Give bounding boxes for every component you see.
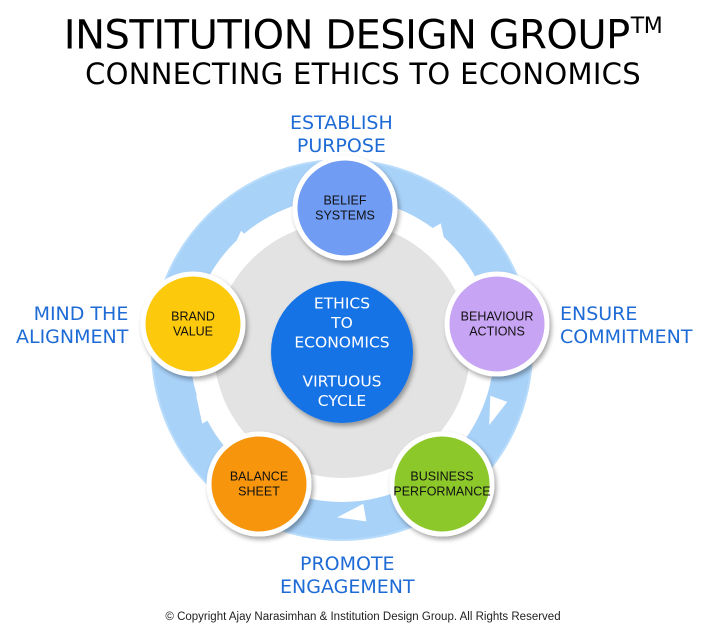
node-label-line: PERFORMANCE — [393, 485, 490, 499]
node-circle — [389, 431, 495, 537]
core-label-line: ETHICS — [314, 294, 370, 312]
node-shape — [206, 431, 312, 537]
node-label-line: BELIEF — [323, 194, 366, 208]
node-circle — [140, 271, 246, 377]
stage-label-ensure-commitment: ENSURE COMMITMENT — [560, 303, 692, 349]
stage-label-line: COMMITMENT — [560, 326, 693, 348]
node-label-line: BUSINESS — [410, 470, 473, 484]
arrow-head — [233, 230, 263, 251]
node-label-line: BRAND — [171, 310, 215, 324]
core-label-line: CYCLE — [318, 392, 366, 410]
node-shape — [292, 155, 398, 261]
cycle-arrows — [196, 223, 508, 522]
page-title: INSTITUTION DESIGN GROUPTM — [0, 2, 726, 60]
node-label-line: SHEET — [238, 485, 280, 499]
stage-label-line: ENSURE — [560, 303, 638, 325]
copyright-footer: © Copyright Ajay Narasimhan & Institutio… — [165, 611, 561, 623]
cycle-arrow — [337, 503, 367, 522]
stage-label-mind-the-alignment: MIND THE ALIGNMENT — [16, 303, 128, 349]
core-label-line: TO — [330, 314, 353, 332]
arrow-head — [196, 394, 218, 424]
title-text: INSTITUTION DESIGN GROUP — [63, 12, 630, 59]
node-shape — [140, 271, 246, 377]
trademark-mark: TM — [630, 14, 663, 39]
cycle-arrow — [489, 395, 508, 426]
node-label-line: BEHAVIOUR — [461, 310, 534, 324]
stage-label-line: PROMOTE — [299, 553, 395, 575]
node-circle — [206, 431, 312, 537]
stage-label-line: MIND THE — [33, 303, 129, 325]
arrow-head — [425, 223, 447, 253]
node-circle — [292, 155, 398, 261]
stage-label-line: PURPOSE — [296, 135, 386, 157]
cycle-arrow — [233, 230, 263, 251]
node-label-line: ACTIONS — [469, 325, 525, 339]
arrow-head — [489, 395, 508, 426]
node-shape — [389, 431, 495, 537]
node-circle — [444, 271, 550, 377]
cycle-arrow — [425, 223, 447, 253]
stage-label-line: ALIGNMENT — [16, 326, 129, 348]
node-label-line: SYSTEMS — [315, 209, 375, 223]
node-label-line: BALANCE — [230, 470, 288, 484]
stage-label-establish-purpose: ESTABLISH PURPOSE — [290, 112, 393, 158]
page-subtitle: CONNECTING ETHICS TO ECONOMICS — [85, 57, 641, 91]
node-shape — [444, 271, 550, 377]
cycle-arrow — [196, 394, 218, 424]
node-label-line: VALUE — [173, 325, 213, 339]
core-disc — [271, 281, 413, 423]
core-label-line: ECONOMICS — [294, 333, 389, 351]
core-label-line: VIRTUOUS — [302, 372, 381, 390]
core-circle — [271, 281, 413, 423]
arrow-head — [337, 503, 367, 522]
stage-label-line: ENGAGEMENT — [280, 576, 415, 598]
stage-label-promote-engagement: PROMOTE ENGAGEMENT — [280, 553, 415, 599]
stage-label-line: ESTABLISH — [290, 112, 393, 134]
